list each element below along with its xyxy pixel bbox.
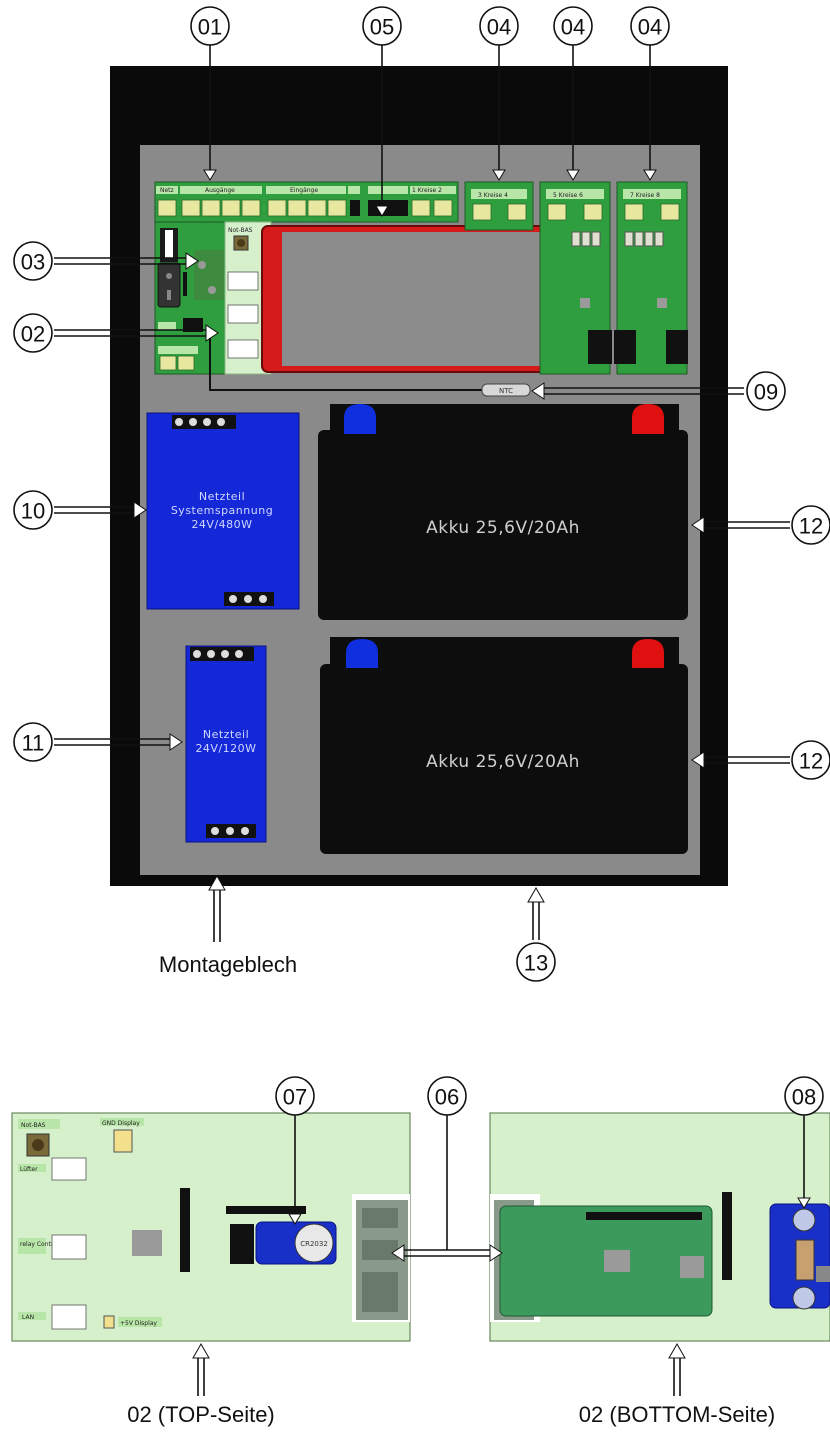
callout-12b-text: 12 xyxy=(799,749,823,774)
callout-04c-text: 04 xyxy=(638,15,662,40)
psu-system: Netzteil Systemspannung 24V/480W xyxy=(146,412,300,610)
board-bottom-side xyxy=(489,1112,830,1342)
board-top-side: Not-BAS GND Display Lüfter relay Control… xyxy=(11,1112,411,1342)
callout-04b-text: 04 xyxy=(561,15,585,40)
callout-09-text: 09 xyxy=(754,380,778,405)
lower-leader-lines xyxy=(192,1114,811,1396)
psu-small-line2: 24V/120W xyxy=(195,742,256,755)
psu-system-line1: Netzteil xyxy=(199,490,245,503)
extension-board-2: 5 Kreise 6 xyxy=(539,181,612,375)
callout-10-text: 10 xyxy=(21,499,45,524)
label-ntc: NTC xyxy=(499,387,513,395)
label-kreise-2: 1 Kreise 2 xyxy=(412,187,442,194)
power-input-board xyxy=(154,221,226,375)
callout-07: 07 xyxy=(275,1076,315,1116)
battery-bottom: Akku 25,6V/20Ah xyxy=(320,637,688,854)
callout-01-text: 01 xyxy=(198,15,222,40)
leader-lines xyxy=(54,45,790,942)
callout-08: 08 xyxy=(784,1076,824,1116)
touch-display xyxy=(261,225,571,373)
callout-13: 13 xyxy=(516,942,556,982)
callout-12a: 12 xyxy=(791,505,830,545)
coin-cell-label: CR2032 xyxy=(300,1240,328,1248)
callout-07-text: 07 xyxy=(283,1085,307,1110)
psu-system-line3: 24V/480W xyxy=(191,518,252,531)
callout-03-text: 03 xyxy=(21,250,45,275)
montageblech-caption: Montageblech xyxy=(159,952,297,977)
callout-12a-text: 12 xyxy=(799,514,823,539)
top-relay-control: relay Control xyxy=(20,1241,59,1248)
callout-06: 06 xyxy=(427,1076,467,1116)
label-kreise-4: 3 Kreise 4 xyxy=(478,192,508,199)
top-gnd-display: GND Display xyxy=(102,1120,140,1127)
callout-11-text: 11 xyxy=(22,731,45,756)
ntc-sensor: NTC xyxy=(209,338,531,397)
callout-04a-text: 04 xyxy=(487,15,511,40)
callout-04c: 04 xyxy=(630,6,670,46)
main-terminal-board: Netz Ausgänge Eingänge 1 Kreise 2 xyxy=(154,181,459,223)
label-ausgaenge: Ausgänge xyxy=(205,187,235,194)
callout-11: 11 xyxy=(13,722,53,762)
label-eingaenge: Eingänge xyxy=(290,187,318,194)
callout-04b: 04 xyxy=(553,6,593,46)
callout-03: 03 xyxy=(13,241,53,281)
top-luefter: Lüfter xyxy=(20,1166,38,1173)
psu-small-line1: Netzteil xyxy=(203,728,249,741)
psu-small: Netzteil 24V/120W xyxy=(185,645,267,843)
callout-10: 10 xyxy=(13,490,53,530)
callout-08-text: 08 xyxy=(792,1085,816,1110)
callout-05-text: 05 xyxy=(370,15,394,40)
callout-05: 05 xyxy=(362,6,402,46)
bottom-side-caption: 02 (BOTTOM-Seite) xyxy=(579,1402,775,1427)
extension-board-3: 7 Kreise 8 xyxy=(614,181,688,375)
top-5v-display: +5V Display xyxy=(120,1320,157,1327)
label-kreise-8: 7 Kreise 8 xyxy=(630,192,660,199)
callout-06-text: 06 xyxy=(435,1085,459,1110)
label-kreise-6: 5 Kreise 6 xyxy=(553,192,583,199)
terminal-row xyxy=(157,199,453,217)
battery-top-label: Akku 25,6V/20Ah xyxy=(426,518,580,538)
callout-04a: 04 xyxy=(479,6,519,46)
power-switch xyxy=(157,262,181,308)
extension-board-1: 3 Kreise 4 xyxy=(464,181,534,231)
battery-bottom-label: Akku 25,6V/20Ah xyxy=(426,752,580,772)
psu-system-line2: Systemspannung xyxy=(171,504,273,517)
top-side-caption: 02 (TOP-Seite) xyxy=(127,1402,275,1427)
callout-02: 02 xyxy=(13,313,53,353)
callout-13-text: 13 xyxy=(524,951,548,976)
label-not-bas: Not-BAS xyxy=(228,227,253,234)
battery-top: Akku 25,6V/20Ah xyxy=(318,404,688,620)
top-lan: LAN xyxy=(22,1314,34,1321)
callout-01: 01 xyxy=(190,6,230,46)
label-netz: Netz xyxy=(160,187,174,194)
callout-12b: 12 xyxy=(791,740,830,780)
callout-09: 09 xyxy=(746,371,786,411)
callout-02-text: 02 xyxy=(21,322,45,347)
top-not-bas: Not-BAS xyxy=(21,1122,46,1129)
